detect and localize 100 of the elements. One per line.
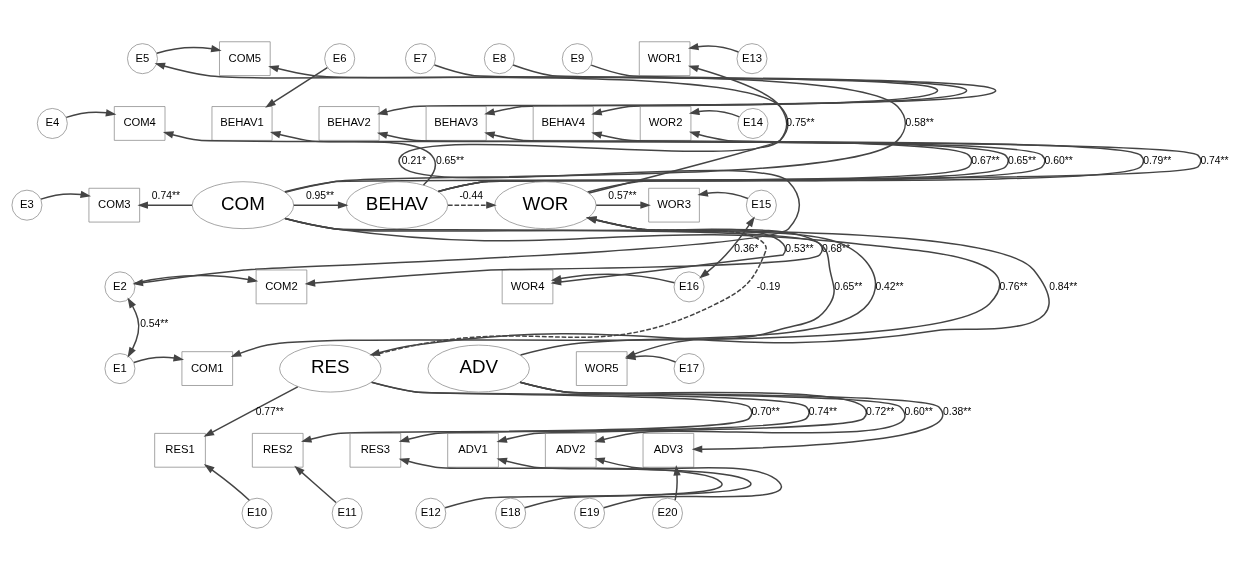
arrow — [586, 130, 1145, 193]
node-circle: E12 — [415, 497, 447, 529]
edge-label: -0.44 — [459, 189, 483, 201]
arrow — [550, 272, 676, 283]
edge-label: 0.74** — [808, 405, 837, 417]
edge-label: 0.21* — [401, 154, 426, 166]
node-circle: E15 — [745, 189, 777, 221]
node-box: BEHAV3 — [425, 105, 487, 141]
node-circle: E13 — [736, 42, 768, 74]
arrow — [595, 201, 651, 209]
node-box: COM2 — [255, 269, 308, 304]
arrow — [370, 381, 810, 443]
edge-label: 0.67** — [971, 154, 1000, 166]
arrow — [447, 201, 497, 209]
edge-label: 0.65** — [1007, 154, 1037, 166]
node-circle: E6 — [324, 42, 356, 74]
edge-label: 0.79** — [1143, 154, 1172, 166]
edge-label: 0.36* — [734, 242, 759, 254]
node-box: ADV1 — [447, 432, 499, 468]
arrow — [265, 66, 329, 108]
arrow — [269, 130, 437, 186]
arrow — [294, 465, 337, 503]
node-box: RES1 — [154, 432, 206, 468]
node-box: COM5 — [219, 40, 271, 76]
node-circle: E20 — [652, 497, 683, 529]
node-circle: E5 — [127, 42, 158, 74]
edge-label: 0.84** — [1049, 280, 1078, 292]
edge-label: 0.65** — [834, 280, 863, 292]
edge-label: 0.60** — [904, 405, 933, 417]
arrow — [293, 201, 349, 209]
node-circle: E14 — [737, 107, 769, 139]
node-box: ADV3 — [642, 432, 695, 468]
node-circle: E16 — [673, 270, 705, 302]
arrow — [162, 130, 1202, 193]
arrow — [40, 190, 92, 200]
node-box: WOR2 — [639, 105, 692, 141]
arrow — [203, 385, 299, 437]
node-circle: E3 — [11, 189, 43, 221]
edge-label: 0.70** — [751, 405, 780, 417]
arrow — [697, 189, 749, 199]
node-box: BEHAV2 — [318, 105, 380, 141]
edge-label: 0.76** — [999, 280, 1028, 292]
arrow — [688, 107, 741, 118]
node-circle: E9 — [561, 42, 593, 74]
arrow — [133, 353, 184, 363]
node-ellipse: COM — [191, 180, 295, 229]
node-box: COM3 — [88, 187, 141, 222]
node-circle: E19 — [574, 497, 605, 529]
arrow — [127, 297, 140, 358]
arrow — [376, 63, 938, 115]
edge-label: 0.53** — [785, 242, 814, 254]
node-circle: E11 — [331, 497, 363, 529]
node-box: BEHAV4 — [532, 105, 594, 141]
arrow — [484, 63, 967, 115]
arrow — [688, 42, 740, 53]
node-ellipse: BEHAV — [345, 180, 449, 229]
arrow — [588, 64, 788, 194]
node-circle: E8 — [483, 42, 515, 74]
node-box: WOR5 — [576, 350, 628, 386]
node-box: RES2 — [251, 432, 304, 468]
arrow — [398, 457, 722, 508]
node-circle: E17 — [673, 352, 705, 384]
arrow — [594, 456, 783, 508]
node-box: COM1 — [181, 350, 233, 386]
edge-label: 0.60** — [1044, 154, 1073, 166]
edge-label: 0.65** — [435, 154, 465, 166]
edge-label: -0.19 — [756, 280, 781, 292]
edge-label: 0.77** — [255, 405, 284, 417]
arrow — [699, 216, 755, 279]
arrow — [203, 463, 251, 501]
edge-label: 0.74** — [151, 189, 181, 201]
node-box: RES3 — [349, 432, 402, 468]
arrow — [137, 201, 193, 209]
node-box: WOR1 — [638, 40, 691, 76]
arrow — [519, 381, 944, 453]
edge-label: 0.38** — [943, 405, 972, 417]
node-circle: E10 — [241, 497, 273, 529]
node-circle: E7 — [405, 42, 436, 74]
edge-label: 0.74** — [1200, 154, 1229, 166]
node-box: WOR4 — [501, 269, 554, 304]
arrow — [65, 108, 117, 118]
edge-label: 0.54** — [140, 317, 169, 329]
node-circle: E1 — [104, 352, 136, 384]
edge-label: 0.95** — [305, 189, 335, 201]
arrow — [673, 464, 681, 501]
edge-label: 0.72** — [866, 405, 895, 417]
node-circle: E18 — [495, 497, 526, 529]
arrow — [590, 63, 996, 115]
arrow — [156, 44, 222, 54]
node-box: ADV2 — [545, 432, 597, 468]
edge-label: 0.57** — [608, 189, 637, 201]
node-box: COM4 — [113, 105, 166, 141]
arrow — [496, 457, 751, 508]
node-box: WOR3 — [648, 187, 700, 222]
edge-label: 0.58** — [905, 116, 934, 128]
arrow — [625, 352, 677, 363]
edge-label: 0.42** — [875, 280, 904, 292]
node-circle: E2 — [104, 270, 136, 302]
node-circle: E4 — [36, 107, 68, 139]
arrow — [268, 64, 906, 193]
